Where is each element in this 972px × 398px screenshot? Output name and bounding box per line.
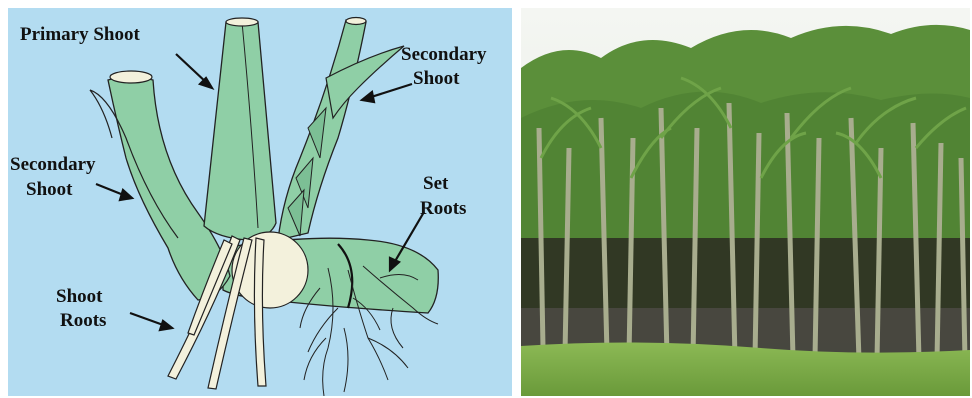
label-secondary-shoot-right-2: Shoot — [413, 68, 460, 89]
label-set-roots-2: Roots — [420, 198, 466, 219]
right-shoot-cut-top — [346, 18, 366, 25]
sugarcane-field-photo — [521, 8, 970, 396]
label-secondary-shoot-left-1: Secondary — [10, 154, 96, 175]
left-shoot-cut-top — [110, 71, 152, 83]
sugarcane-sett-diagram: Primary Shoot Secondary Shoot Secondary … — [8, 8, 512, 396]
label-shoot-roots-1: Shoot — [56, 286, 103, 307]
primary-shoot-cut-top — [226, 18, 258, 26]
label-secondary-shoot-left-2: Shoot — [26, 179, 73, 200]
diagram-canvas: Primary Shoot Secondary Shoot Secondary … — [8, 8, 512, 396]
label-set-roots-1: Set — [423, 173, 449, 194]
label-primary-shoot: Primary Shoot — [20, 24, 140, 45]
photo-canvas — [521, 8, 970, 396]
label-shoot-roots-2: Roots — [60, 310, 106, 331]
understory-shadow — [521, 238, 970, 353]
label-secondary-shoot-right-1: Secondary — [401, 44, 487, 65]
